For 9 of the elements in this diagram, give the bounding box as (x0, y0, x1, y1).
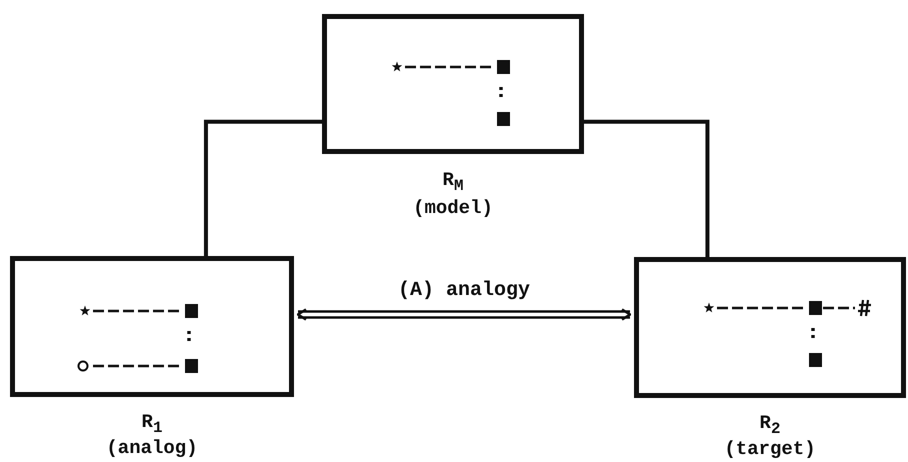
relation-symbol: R$_{M}$ (442, 169, 464, 195)
double-arrow (296, 308, 632, 321)
connector-line (204, 120, 322, 256)
relation-symbol: R$_{2}$ (760, 412, 780, 438)
connector-line (584, 120, 710, 257)
role-label: (model) (413, 197, 493, 219)
role-label: (target) (724, 438, 816, 460)
role-label: (analog) (106, 437, 198, 459)
relation-symbol: R$_{1}$ (142, 411, 162, 437)
